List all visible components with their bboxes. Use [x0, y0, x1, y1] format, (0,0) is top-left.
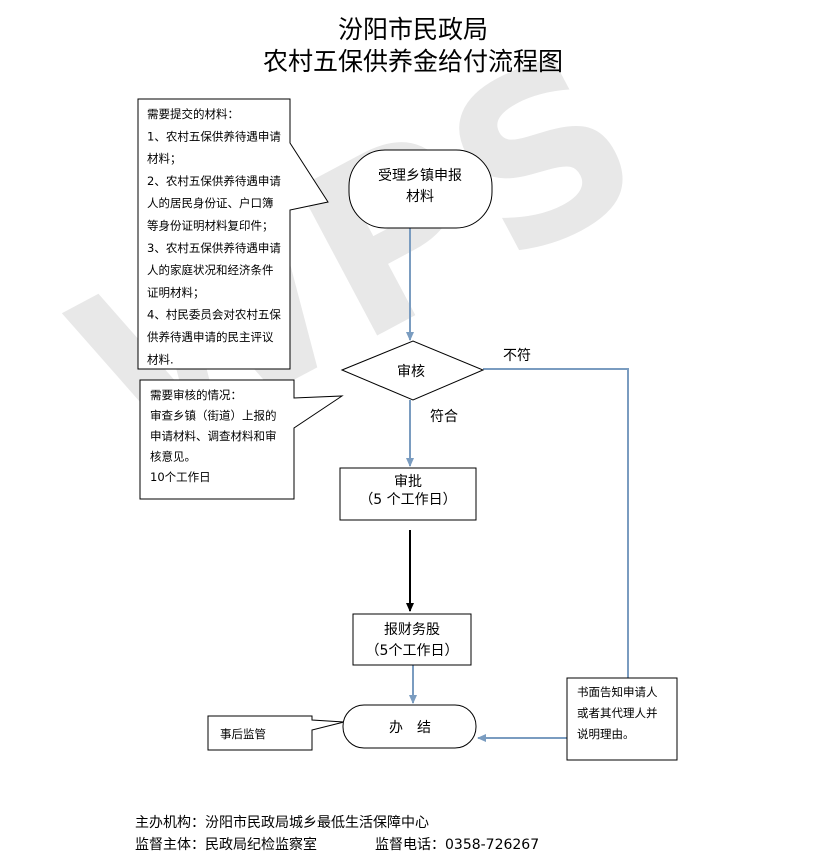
- node-finish: 办 结: [342, 704, 477, 749]
- callout-line: 等身份证明材料复印件；: [147, 219, 274, 233]
- callout-line: 需要提交的材料：: [147, 107, 239, 121]
- callout-supervision: 事后监管: [207, 715, 345, 751]
- node-accept: 受理乡镇申报 材料: [348, 149, 493, 229]
- callout-line: 材料.: [147, 352, 174, 366]
- callout-line: 审查乡镇（街道）上报的: [150, 409, 277, 423]
- svg-text:说明理由。: 说明理由。: [577, 727, 635, 741]
- svg-text:审核: 审核: [397, 364, 425, 380]
- callout-line: 人的家庭状况和经济条件: [147, 263, 274, 277]
- node-approve: 审批 （5 个工作日）: [339, 467, 477, 521]
- callout-line: 2、农村五保供养待遇申请: [147, 174, 281, 188]
- watermark: WPS: [35, 1, 679, 513]
- callout-line: 供养待遇申请的民主评议: [147, 330, 274, 344]
- footer-phone: 监督电话：0358-726267: [375, 837, 539, 853]
- callout-line: 申请材料、调查材料和审: [150, 429, 277, 443]
- callout-line: 4、村民委员会对农村五保: [147, 308, 281, 322]
- svg-text:审批: 审批: [394, 474, 422, 490]
- callout-line: 材料；: [147, 152, 182, 166]
- supervision-label: 事后监管: [220, 727, 266, 741]
- svg-text:报财务股: 报财务股: [384, 622, 440, 638]
- svg-text:书面告知申请人: 书面告知申请人: [577, 685, 658, 699]
- svg-text:材料: 材料: [406, 189, 434, 205]
- callout-line: 3、农村五保供养待遇申请: [147, 241, 281, 255]
- svg-text:（5个工作日）: （5个工作日）: [366, 643, 459, 659]
- svg-text:办 结: 办 结: [389, 720, 431, 736]
- edge-label-pass: 符合: [430, 409, 458, 425]
- edge-review-notify: [483, 368, 629, 678]
- node-finance: 报财务股 （5个工作日）: [352, 613, 472, 666]
- title-line2: 农村五保供养金给付流程图: [263, 47, 563, 76]
- callout-line: 证明材料；: [147, 285, 205, 299]
- edge-label-fail: 不符: [503, 348, 531, 364]
- callout-line: 10个工作日: [150, 470, 211, 484]
- callout-line: 人的居民身份证、户口簿: [147, 196, 274, 210]
- title-line1: 汾阳市民政局: [338, 15, 488, 44]
- node-notify: 书面告知申请人 或者其代理人并 说明理由。: [566, 677, 678, 761]
- svg-text:（5 个工作日）: （5 个工作日）: [359, 492, 456, 508]
- svg-text:或者其代理人并: 或者其代理人并: [577, 706, 658, 720]
- footer-organizer: 主办机构：汾阳市民政局城乡最低生活保障中心: [135, 814, 429, 831]
- svg-text:受理乡镇申报: 受理乡镇申报: [378, 168, 462, 184]
- footer-supervisor: 监督主体：民政局纪检监察室: [135, 836, 317, 853]
- callout-line: 需要审核的情况：: [150, 388, 242, 402]
- callout-line: 1、农村五保供养待遇申请: [147, 129, 281, 143]
- node-review: 审核: [340, 340, 485, 401]
- callout-line: 核意见。: [150, 450, 196, 464]
